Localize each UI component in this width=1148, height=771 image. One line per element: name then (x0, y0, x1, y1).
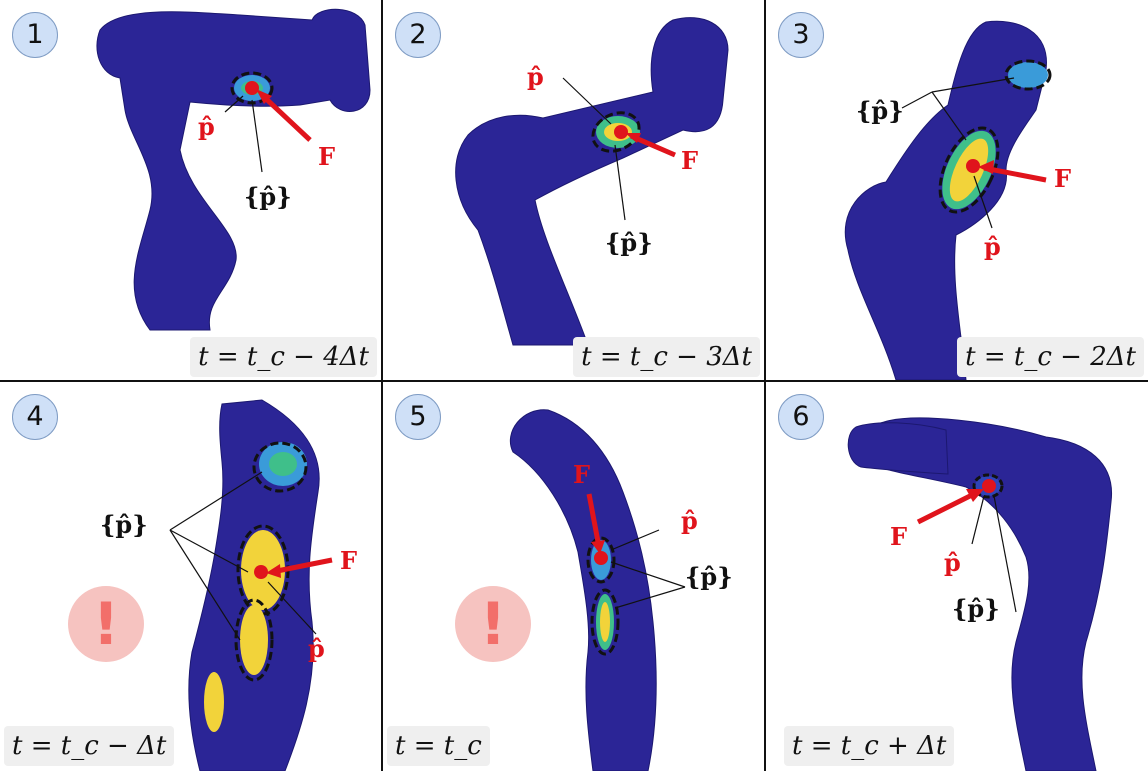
p-hat-label: p̂ (308, 634, 325, 663)
grid-divider-vertical-2 (764, 0, 766, 771)
panel-3: 3 {p̂} p̂ F t = t_c − 2Δt (766, 0, 1148, 380)
panel-1: 1 p̂ {p̂} F t = t_c − 4Δt (0, 0, 381, 380)
p-set-label: {p̂} (605, 228, 653, 257)
grid-divider-vertical-1 (381, 0, 383, 771)
time-label: t = t_c − 2Δt (957, 337, 1144, 377)
p-hat-label: p̂ (198, 112, 215, 141)
panel-number-badge: 6 (778, 394, 824, 440)
force-label: F (318, 142, 335, 171)
panel-6: 6 F p̂ {p̂} t = t_c + Δt (766, 382, 1148, 771)
grid-divider-horizontal (0, 380, 1148, 382)
time-label: t = t_c + Δt (784, 726, 954, 766)
panel-4: 4 {p̂} F p̂ ! t = t_c − Δt (0, 382, 381, 771)
time-label: t = t_c (387, 726, 490, 766)
warning-icon: ! (68, 586, 144, 662)
time-label: t = t_c − 4Δt (190, 337, 377, 377)
time-label: t = t_c − 3Δt (573, 337, 760, 377)
p-set-label: {p̂} (100, 510, 148, 539)
force-label: F (890, 522, 907, 551)
p-set-label: {p̂} (952, 594, 1000, 623)
panel-number-badge: 1 (12, 12, 58, 58)
force-label: F (573, 460, 590, 489)
panel-2: 2 p̂ {p̂} F t = t_c − 3Δt (383, 0, 764, 380)
time-label: t = t_c − Δt (4, 726, 174, 766)
panel-number-badge: 3 (778, 12, 824, 58)
force-label: F (340, 546, 357, 575)
p-hat-label: p̂ (681, 506, 698, 535)
force-label: F (1054, 164, 1071, 193)
p-hat-label: p̂ (527, 62, 544, 91)
panel-5: 5 F p̂ {p̂} ! t = t_c (383, 382, 764, 771)
p-hat-label: p̂ (984, 232, 1001, 261)
panel-number-badge: 2 (395, 12, 441, 58)
panel-number-badge: 4 (12, 394, 58, 440)
p-set-label: {p̂} (244, 182, 292, 211)
force-label: F (681, 146, 698, 175)
panel-number-badge: 5 (395, 394, 441, 440)
p-set-label: {p̂} (856, 96, 904, 125)
robot-arm-4 (0, 382, 381, 771)
robot-arm-1 (0, 0, 381, 380)
robot-arm-3 (766, 0, 1148, 380)
p-hat-label: p̂ (944, 548, 961, 577)
warning-icon: ! (455, 586, 531, 662)
robot-arm-2 (383, 0, 764, 380)
p-set-label: {p̂} (685, 562, 733, 591)
